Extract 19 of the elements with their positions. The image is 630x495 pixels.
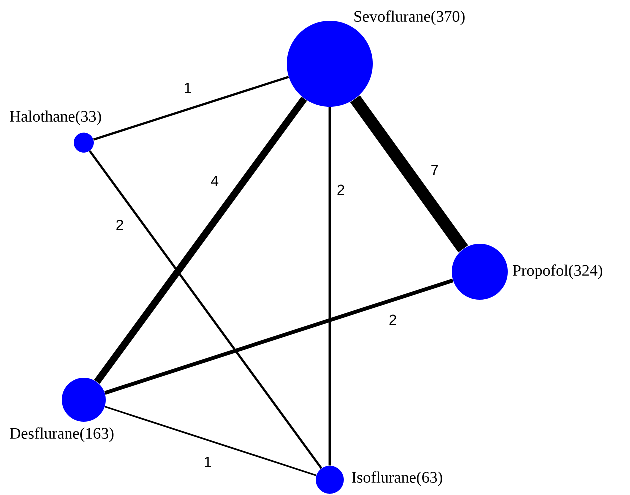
node-label: Propofol(324) bbox=[513, 264, 602, 280]
node-label: Halothane(33) bbox=[10, 110, 102, 126]
edge-label: 2 bbox=[388, 314, 398, 326]
node-label: Desflurane(163) bbox=[10, 428, 114, 442]
edge-line bbox=[94, 96, 308, 384]
edge-line bbox=[350, 96, 468, 253]
edge-line bbox=[328, 107, 332, 466]
edge-line bbox=[104, 406, 317, 476]
edge-label: 2 bbox=[114, 218, 126, 232]
edge-label: 4 bbox=[210, 174, 220, 188]
node-label: Isoflurane(63) bbox=[352, 472, 442, 486]
edge-label: 1 bbox=[182, 82, 194, 94]
edge-line bbox=[89, 150, 322, 470]
edge-line bbox=[93, 76, 290, 141]
edge-label: 2 bbox=[336, 184, 346, 196]
node-label: Sevoflurane(370) bbox=[354, 10, 465, 26]
edge-line bbox=[104, 278, 454, 395]
edge-label: 1 bbox=[202, 456, 214, 468]
edge-label: 7 bbox=[430, 164, 440, 176]
